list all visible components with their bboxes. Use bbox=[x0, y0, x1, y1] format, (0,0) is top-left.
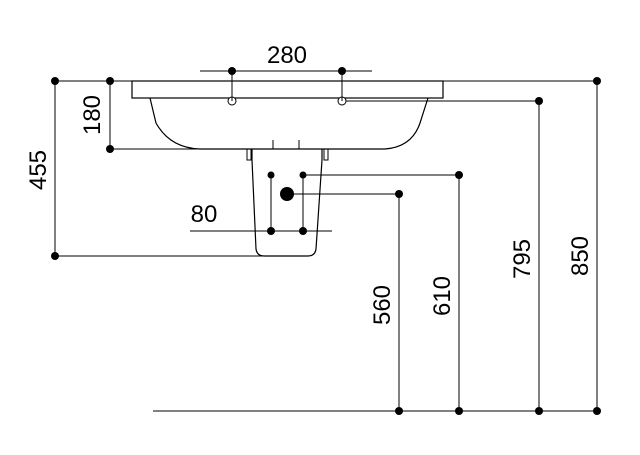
pedestal bbox=[246, 148, 329, 257]
pedestal-bracket-left bbox=[246, 148, 252, 161]
waste-outlet bbox=[272, 140, 300, 149]
waste-hole-dot bbox=[280, 187, 294, 201]
basin-rim bbox=[131, 80, 444, 99]
label-610: 610 bbox=[429, 276, 456, 316]
label-850: 850 bbox=[567, 236, 594, 276]
basin-bowl bbox=[149, 97, 429, 150]
pedestal-body bbox=[251, 149, 323, 257]
label-180: 180 bbox=[79, 95, 106, 135]
label-560: 560 bbox=[369, 285, 396, 325]
basin bbox=[131, 80, 444, 150]
dimension-labels: 280 80 180 455 560 610 795 850 bbox=[25, 42, 594, 325]
label-280: 280 bbox=[267, 42, 307, 69]
pedestal-bracket-right bbox=[323, 148, 329, 161]
dimension-dots bbox=[51, 67, 601, 415]
label-795: 795 bbox=[509, 239, 536, 279]
dimension-lines bbox=[54, 81, 598, 411]
label-80: 80 bbox=[191, 201, 218, 228]
label-455: 455 bbox=[25, 150, 52, 190]
